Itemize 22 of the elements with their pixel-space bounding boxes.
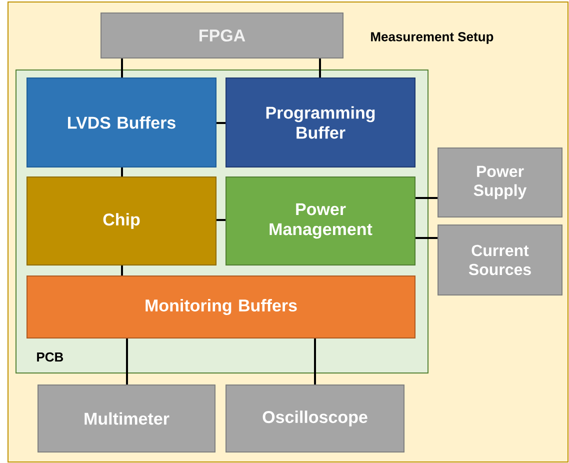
connector-line xyxy=(416,197,438,199)
component-box: FPGA xyxy=(100,12,344,58)
component-box: Power Management xyxy=(226,176,416,266)
heading: Measurement Setup xyxy=(371,32,494,44)
component-box: Oscilloscope xyxy=(226,384,404,452)
connector-line xyxy=(121,266,123,276)
connector-line xyxy=(126,338,128,384)
heading: PCB xyxy=(37,352,64,362)
connector-line xyxy=(121,58,123,78)
connector-line xyxy=(216,122,226,124)
connector-line xyxy=(216,219,226,221)
connector-line xyxy=(416,237,438,239)
component-box: Chip xyxy=(26,176,216,266)
component-box: Programming Buffer xyxy=(226,78,416,168)
connector-line xyxy=(314,338,316,384)
component-box: LVDS Buffers xyxy=(26,78,216,168)
component-box: Power Supply xyxy=(438,148,562,218)
component-box: Multimeter xyxy=(38,384,216,452)
component-box: Monitoring Buffers xyxy=(26,276,416,338)
connector-line xyxy=(319,58,321,78)
component-box: Current Sources xyxy=(438,224,562,296)
connector-line xyxy=(121,168,123,176)
